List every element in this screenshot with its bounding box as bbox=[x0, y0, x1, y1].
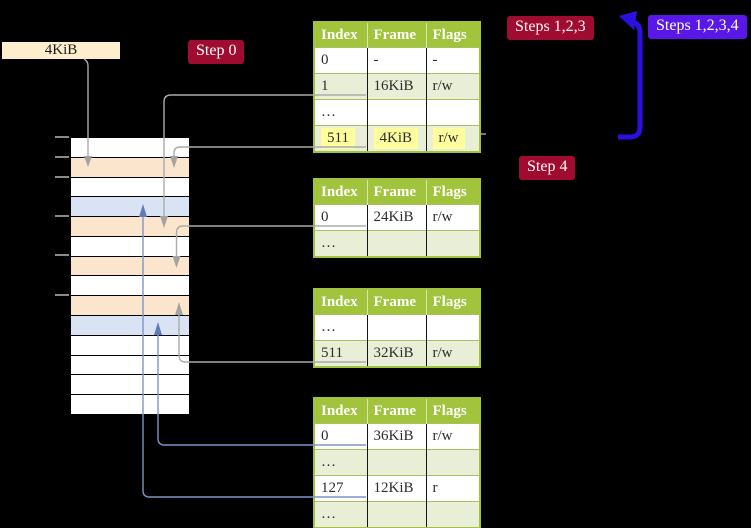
cell-frame: 12KiB bbox=[366, 475, 426, 502]
col-header-frame: Frame bbox=[366, 398, 426, 424]
col-header-flags: Flags bbox=[425, 398, 480, 424]
table-row: … bbox=[314, 230, 480, 257]
cell-flags bbox=[425, 99, 480, 126]
cell-flags bbox=[425, 501, 480, 528]
cell-index: … bbox=[314, 449, 367, 476]
col-header-frame: Frame bbox=[366, 22, 426, 48]
cell-index: 0 bbox=[314, 47, 367, 74]
memory-frame-row-6 bbox=[71, 236, 189, 257]
cell-frame: 32KiB bbox=[366, 340, 426, 367]
table-header-row: Index Frame Flags bbox=[314, 398, 480, 424]
cell-frame bbox=[366, 230, 426, 257]
badge-steps-1-2-3-4: Steps 1,2,3,4 bbox=[648, 15, 747, 39]
recursive-loop-arrow bbox=[618, 19, 643, 140]
cell-index: 0 bbox=[314, 204, 367, 231]
cell-index: … bbox=[314, 230, 367, 257]
table-row: 0 - - bbox=[314, 47, 480, 74]
cell-flags bbox=[425, 449, 480, 476]
cell-flags bbox=[425, 230, 480, 257]
cell-index: 0 bbox=[314, 423, 367, 450]
page-table-3: Index Frame Flags … 511 32KiB r/w bbox=[313, 288, 481, 368]
cell-frame: 16KiB bbox=[366, 73, 426, 100]
cell-index: 511 bbox=[314, 340, 367, 367]
table-row: … bbox=[314, 314, 480, 341]
cell-flags: r/w bbox=[425, 340, 480, 367]
memory-frame-row-5 bbox=[71, 217, 189, 237]
col-header-frame: Frame bbox=[366, 289, 426, 315]
col-header-index: Index bbox=[314, 289, 367, 315]
table-header-row: Index Frame Flags bbox=[314, 22, 480, 48]
table-row-highlighted: 511 4KiB r/w bbox=[314, 125, 480, 152]
table-row: 1 16KiB r/w bbox=[314, 73, 480, 100]
memory-frame-row-1 bbox=[71, 138, 189, 158]
recursive-loop-arrowhead-icon bbox=[619, 11, 637, 30]
memory-frame-row-3 bbox=[71, 177, 189, 198]
table-row: 0 24KiB r/w bbox=[314, 204, 480, 231]
cell-flags bbox=[425, 314, 480, 341]
physical-memory-column bbox=[70, 137, 190, 415]
page-table-2: Index Frame Flags 0 24KiB r/w … bbox=[313, 178, 481, 258]
memory-frame-row-14 bbox=[71, 395, 189, 414]
highlight-index: 511 bbox=[321, 128, 355, 149]
cell-index: 1 bbox=[314, 73, 367, 100]
col-header-flags: Flags bbox=[425, 179, 480, 205]
cell-index: 127 bbox=[314, 475, 367, 502]
table-row: … bbox=[314, 99, 480, 126]
cell-flags: r/w bbox=[425, 204, 480, 231]
table-row: 0 36KiB r/w bbox=[314, 423, 480, 450]
cell-index: … bbox=[314, 99, 367, 126]
col-header-flags: Flags bbox=[425, 289, 480, 315]
cell-frame: 24KiB bbox=[366, 204, 426, 231]
cell-index: 511 bbox=[314, 125, 367, 152]
page-table-1: Index Frame Flags 0 - - 1 16KiB r/w … 51… bbox=[313, 21, 481, 153]
cell-index: … bbox=[314, 501, 367, 528]
cell-flags: r bbox=[425, 475, 480, 502]
badge-steps-1-2-3: Steps 1,2,3 bbox=[507, 16, 594, 40]
highlight-frame: 4KiB bbox=[373, 128, 419, 149]
memory-frame-row-13 bbox=[71, 375, 189, 396]
page-table-4: Index Frame Flags 0 36KiB r/w … 127 12Ki… bbox=[313, 397, 481, 528]
cell-frame: - bbox=[366, 47, 426, 74]
col-header-frame: Frame bbox=[366, 179, 426, 205]
cell-frame bbox=[366, 501, 426, 528]
table-header-row: Index Frame Flags bbox=[314, 179, 480, 205]
cell-frame: 36KiB bbox=[366, 423, 426, 450]
col-header-flags: Flags bbox=[425, 22, 480, 48]
cell-index: … bbox=[314, 314, 367, 341]
cell-frame: 4KiB bbox=[366, 125, 426, 152]
col-header-index: Index bbox=[314, 22, 367, 48]
col-header-index: Index bbox=[314, 179, 367, 205]
memory-frame-row-7 bbox=[71, 256, 189, 277]
cell-flags: - bbox=[425, 47, 480, 74]
table-row: … bbox=[314, 501, 480, 528]
memory-address-ticks bbox=[55, 136, 69, 296]
memory-frame-row-2 bbox=[71, 157, 189, 178]
highlight-flags: r/w bbox=[432, 128, 465, 149]
free-frame-size-box: 4KiB bbox=[2, 42, 120, 59]
cell-frame bbox=[366, 449, 426, 476]
memory-frame-row-10 bbox=[71, 316, 189, 336]
cell-frame bbox=[366, 99, 426, 126]
cell-flags: r/w bbox=[425, 73, 480, 100]
memory-frame-row-4 bbox=[71, 197, 189, 218]
memory-frame-row-8 bbox=[71, 276, 189, 297]
badge-step-0: Step 0 bbox=[188, 40, 245, 64]
table-row: 511 32KiB r/w bbox=[314, 340, 480, 367]
memory-frame-row-12 bbox=[71, 355, 189, 376]
memory-frame-row-9 bbox=[71, 296, 189, 317]
col-header-index: Index bbox=[314, 398, 367, 424]
table-header-row: Index Frame Flags bbox=[314, 289, 480, 315]
cell-flags: r/w bbox=[425, 423, 480, 450]
memory-frame-row-11 bbox=[71, 335, 189, 356]
table-row: … bbox=[314, 449, 480, 476]
badge-step-4: Step 4 bbox=[519, 156, 576, 180]
cell-flags: r/w bbox=[425, 125, 480, 152]
cell-frame bbox=[366, 314, 426, 341]
table-row: 127 12KiB r bbox=[314, 475, 480, 502]
